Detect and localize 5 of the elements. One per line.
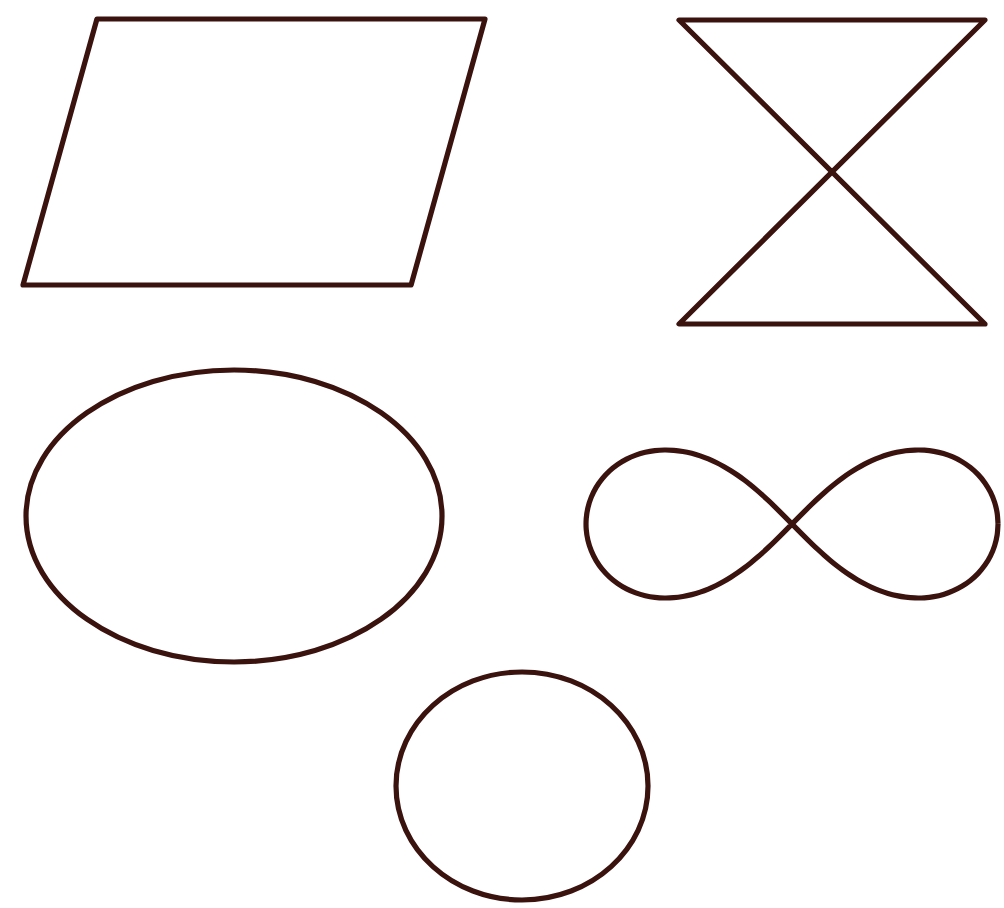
oval-shape xyxy=(23,367,445,665)
figure-eight-shape xyxy=(583,447,1001,601)
circle-shape xyxy=(393,669,651,903)
parallelogram-shape xyxy=(20,16,488,288)
hourglass-shape xyxy=(676,17,988,327)
